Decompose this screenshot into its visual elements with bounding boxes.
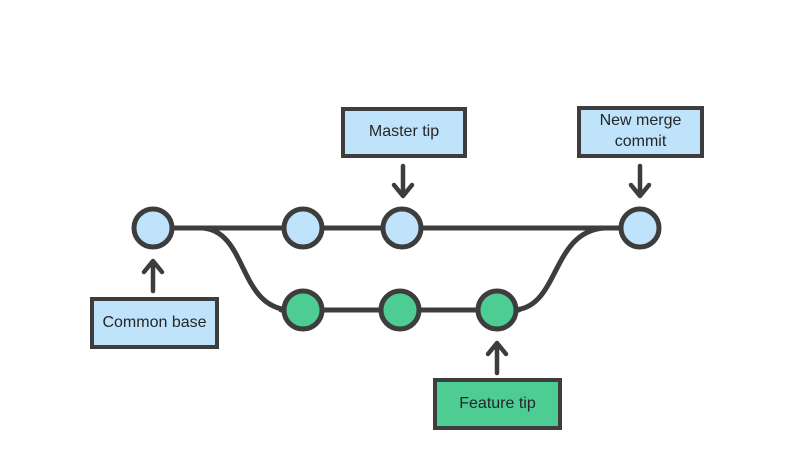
commit-node-feature-2 bbox=[378, 288, 422, 332]
feature-tip-arrow-up-icon bbox=[485, 340, 509, 376]
commit-node-new-merge-commit bbox=[618, 206, 662, 250]
commit-node-feature-1 bbox=[281, 288, 325, 332]
commit-node-feature-tip bbox=[475, 288, 519, 332]
common-base-arrow-up-icon bbox=[141, 258, 165, 294]
new-merge-commit-label-text: New merge commit bbox=[599, 112, 682, 150]
commit-node-master-tip bbox=[380, 206, 424, 250]
feature-merge-in-curve bbox=[509, 225, 607, 313]
master-tip-arrow-down-icon bbox=[391, 163, 415, 199]
feature-tip-label: Feature tip bbox=[433, 378, 562, 430]
feature-tip-label-text: Feature tip bbox=[459, 394, 536, 412]
common-base-label-text: Common base bbox=[102, 313, 207, 331]
commit-node-master-2 bbox=[281, 206, 325, 250]
feature-branch-out-curve bbox=[200, 225, 293, 313]
common-base-label: Common base bbox=[90, 297, 219, 349]
new-merge-commit-label: New merge commit bbox=[577, 106, 704, 158]
new-merge-commit-arrow-down-icon bbox=[628, 163, 652, 199]
master-tip-label: Master tip bbox=[341, 107, 467, 158]
commit-node-common-base bbox=[131, 206, 175, 250]
master-tip-label-text: Master tip bbox=[368, 123, 440, 141]
